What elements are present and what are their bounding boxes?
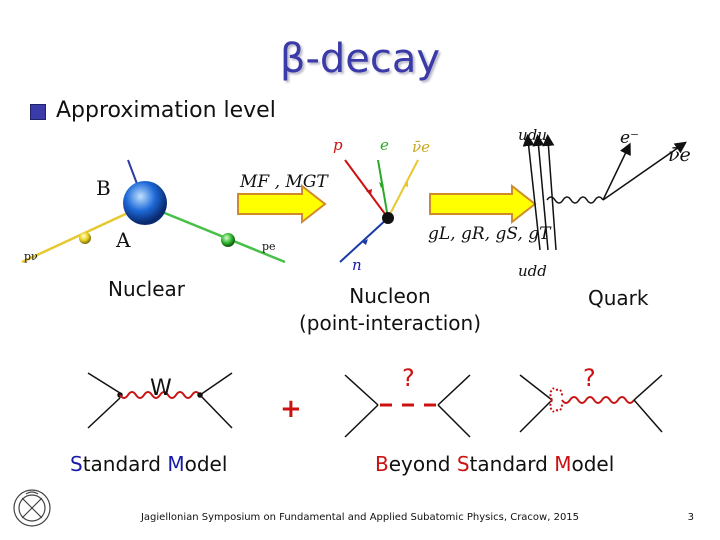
- nucleon-caption-line1: Nucleon: [349, 284, 431, 308]
- nuclear-caption: Nuclear: [108, 277, 185, 301]
- neutrino-ball: [79, 232, 91, 244]
- bsm-eyond: eyond: [388, 452, 457, 476]
- page-number: 3: [687, 512, 694, 523]
- label-p-nu: pν: [24, 250, 38, 263]
- question-mark-2: ?: [583, 364, 596, 392]
- bsm-letter-s: S: [456, 452, 470, 476]
- arrow-nucleon-to-quark: [429, 183, 537, 225]
- bsm-contact-diagram: [344, 374, 471, 438]
- sm-letter-s: S: [70, 452, 83, 476]
- footer-text: Jagiellonian Symposium on Fundamental an…: [140, 512, 580, 523]
- label-n: n: [352, 256, 362, 274]
- quark-diagram: [522, 134, 687, 251]
- electron-track: [144, 203, 286, 264]
- label-udd: udd: [518, 262, 547, 280]
- sm-diagram: [87, 372, 233, 429]
- label-nu-bar: ν̄e: [412, 138, 430, 156]
- slide-title: β-decay: [279, 36, 441, 82]
- quark-caption: Quark: [588, 286, 649, 310]
- label-antineutrino: ν̄e: [668, 144, 691, 166]
- electron-ball: [221, 233, 235, 247]
- bsm-odel: odel: [571, 452, 615, 476]
- label-electron: e⁻: [620, 128, 640, 148]
- nucleus-ball: [123, 181, 167, 225]
- plus-sign: +: [280, 394, 302, 424]
- bullet-text: Approximation level: [56, 98, 276, 123]
- label-udu: udu: [518, 126, 547, 144]
- bsm-letter-b: B: [375, 452, 389, 476]
- bsm-loop-diagram: [519, 374, 663, 433]
- university-seal-logo: [13, 489, 51, 527]
- bsm-letter-m: M: [554, 452, 572, 476]
- nucleon-vertex: [339, 159, 419, 263]
- W-boson-label: W: [150, 376, 172, 401]
- sm-letter-m: M: [167, 452, 185, 476]
- bullet-icon: [30, 104, 46, 120]
- sm-tandard: tandard: [82, 452, 168, 476]
- label-e: e: [380, 136, 389, 154]
- nucleon-caption-line2: (point-interaction): [299, 311, 481, 335]
- question-mark-1: ?: [402, 364, 415, 392]
- label-B: B: [96, 176, 111, 200]
- coupling-constants-label: gL, gR, gS, gT: [428, 224, 551, 244]
- bsm-tandard: tandard: [469, 452, 555, 476]
- matrix-elements-label: MF , MGT: [240, 172, 328, 192]
- beyond-standard-model-caption: Beyond Standard Model: [375, 452, 614, 476]
- sm-odel: odel: [184, 452, 228, 476]
- label-A: A: [116, 228, 131, 252]
- nuclear-diagram: [21, 159, 286, 264]
- standard-model-caption: Standard Model: [70, 452, 227, 476]
- label-p-e: pe: [262, 240, 276, 253]
- label-p: p: [333, 136, 343, 154]
- arrow-nuclear-to-nucleon: [237, 183, 327, 225]
